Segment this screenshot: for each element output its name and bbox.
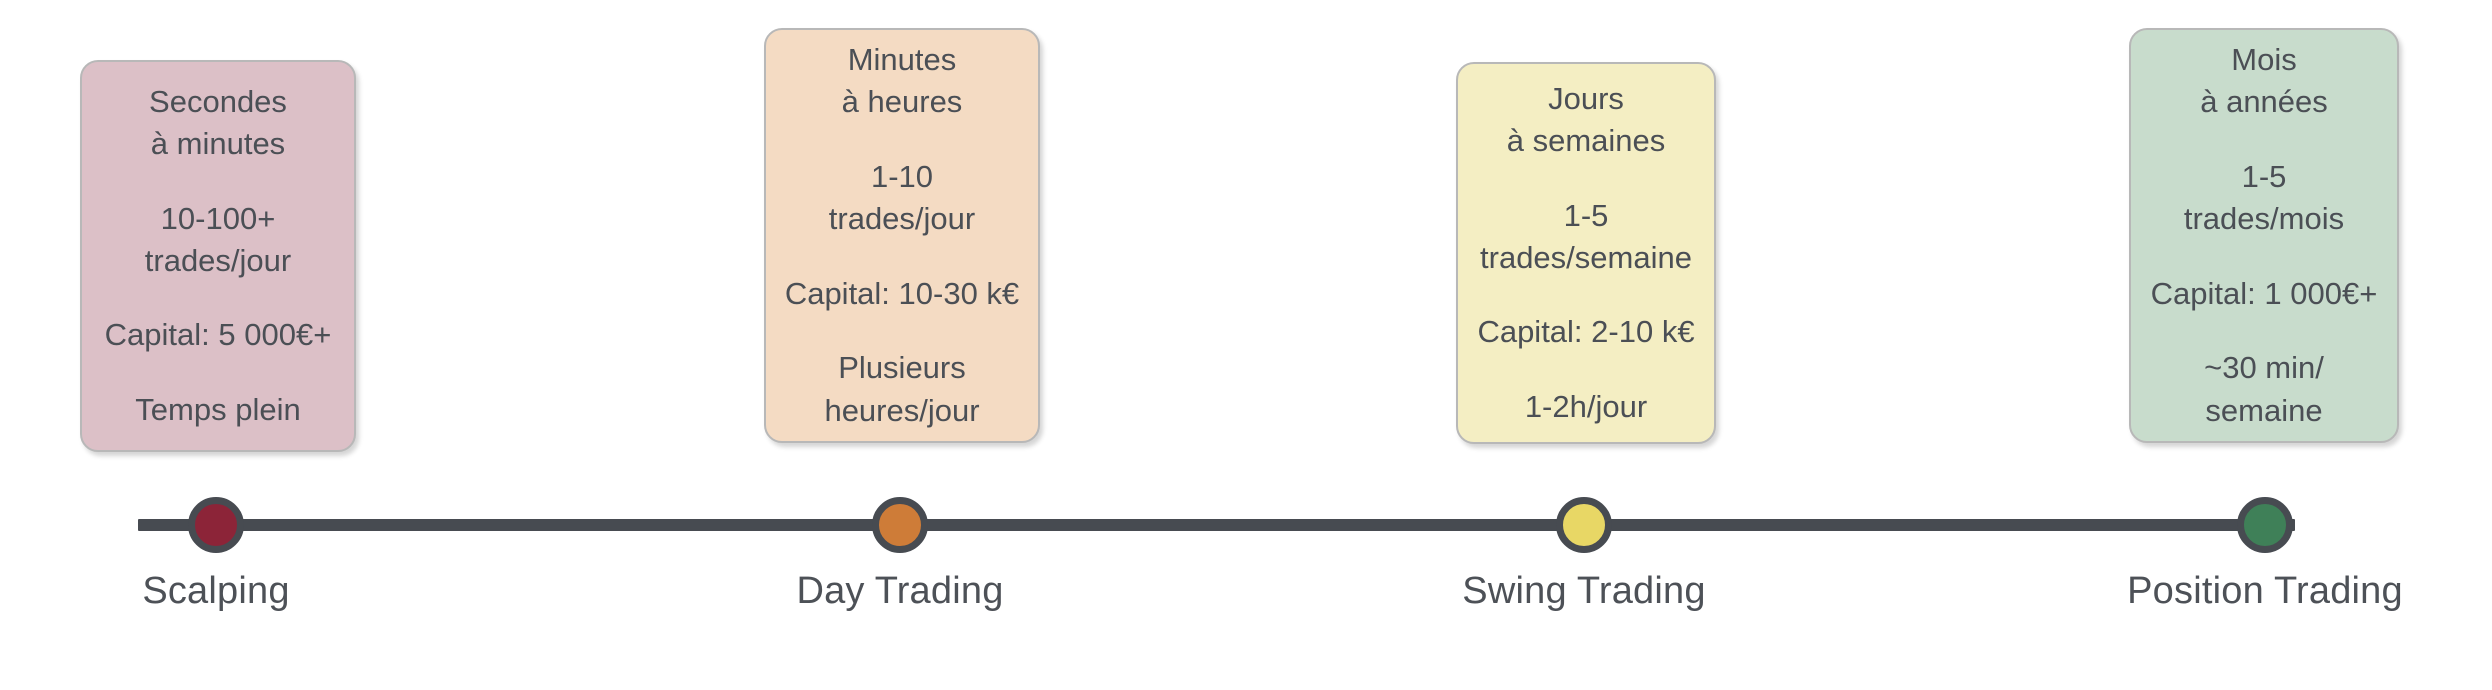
card-text-line: Minutes à heures: [841, 41, 963, 120]
timeline-label-swing-trading: Swing Trading: [1462, 570, 1706, 612]
card-text-line: 1-2h/jour: [1524, 388, 1648, 424]
card-text-line: 1-10 trades/jour: [828, 158, 976, 237]
card-text-line: Mois à années: [2200, 41, 2328, 120]
timeline-node-position-trading[interactable]: [2237, 497, 2293, 553]
card-text-line: Temps plein: [135, 391, 301, 427]
timeline-label-day-trading: Day Trading: [796, 570, 1004, 612]
timeline-axis: [138, 519, 2295, 531]
card-text-line: Secondes à minutes: [149, 83, 287, 162]
timeline-label-position-trading: Position Trading: [2127, 570, 2403, 612]
timeline-label-scalping: Scalping: [142, 570, 290, 612]
timeline-node-day-trading[interactable]: [872, 497, 928, 553]
card-text-line: ~30 min/ semaine: [2204, 350, 2324, 428]
card-text-line: 1-5 trades/semaine: [1480, 197, 1692, 275]
card-text-line: 10-100+ trades/jour: [144, 200, 292, 278]
card-text-line: Capital: 2-10 k€: [1477, 314, 1695, 350]
timeline-node-scalping[interactable]: [188, 497, 244, 553]
timeline-node-swing-trading[interactable]: [1556, 497, 1612, 553]
card-text-line: Capital: 1 000€+: [2150, 275, 2378, 311]
card-text-line: Capital: 10-30 k€: [784, 275, 1020, 311]
card-text-line: Capital: 5 000€+: [104, 317, 332, 353]
card-text-line: Plusieurs heures/jour: [824, 350, 980, 428]
card-text-line: 1-5 trades/mois: [2183, 158, 2345, 237]
card-text-line: Jours à semaines: [1506, 80, 1666, 159]
